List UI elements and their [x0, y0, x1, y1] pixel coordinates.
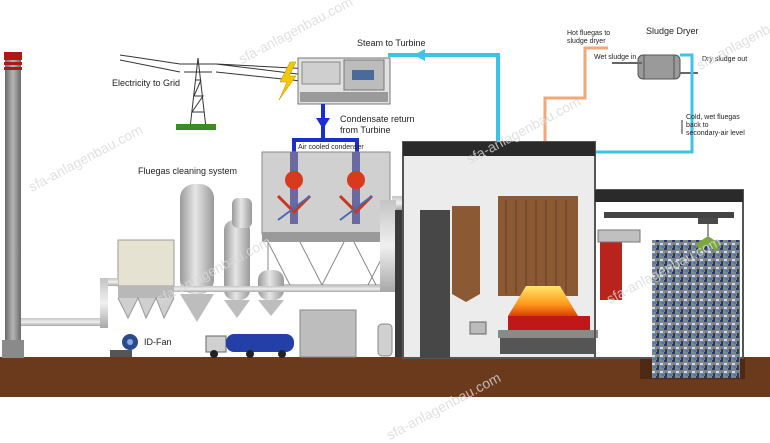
dry-sludge-out-label: Dry sludge out	[702, 56, 748, 63]
condensate-return-label-2: from Turbine	[340, 125, 391, 135]
waste-to-energy-plant-diagram	[0, 46, 770, 397]
condensate-return-label-1: Condensate return	[340, 114, 415, 124]
boiler-house	[402, 141, 598, 359]
cold-fluegas-label-3: secondary-air level	[686, 130, 745, 137]
steam-pipe	[388, 53, 500, 142]
truck-icon	[205, 334, 294, 358]
chimney-stack	[2, 52, 24, 358]
cold-fluegas-label-2: back to	[686, 122, 709, 129]
crane-grab-icon	[696, 218, 720, 252]
id-fan-label: ID-Fan	[144, 337, 172, 347]
hot-fluegas-pipe	[543, 46, 608, 142]
cold-fluegas-label-1: Cold, wet fluegas	[686, 114, 740, 121]
stack-duct	[21, 318, 103, 326]
air-cooled-condenser-label: Air cooled condenser	[298, 144, 364, 151]
hot-fluegas-label-1: Hot fluegas to	[567, 30, 611, 37]
wet-sludge-in-label: Wet sludge in	[594, 54, 637, 61]
turbine-generator-icon	[297, 57, 391, 105]
sludge-dryer-label: Sludge Dryer	[646, 26, 699, 36]
fluegas-cleaning-system	[100, 184, 452, 328]
electricity-to-grid-label: Electricity to Grid	[112, 78, 181, 88]
tank	[377, 323, 393, 357]
fan-icon	[110, 334, 138, 357]
aux-building	[299, 309, 357, 358]
steam-arrow	[414, 49, 425, 61]
air-cooled-condenser	[261, 151, 391, 286]
waste-bunker	[594, 189, 744, 378]
condensate-arrow	[316, 118, 330, 129]
pylon-base	[176, 124, 216, 130]
sludge-dryer	[612, 54, 698, 80]
power-pylon-icon	[119, 54, 331, 129]
fluegas-cleaning-label: Fluegas cleaning system	[138, 166, 238, 176]
lightning-icon	[278, 61, 297, 101]
hot-fluegas-label-2: sludge dryer	[567, 38, 606, 45]
steam-to-turbine-label: Steam to Turbine	[357, 38, 426, 48]
